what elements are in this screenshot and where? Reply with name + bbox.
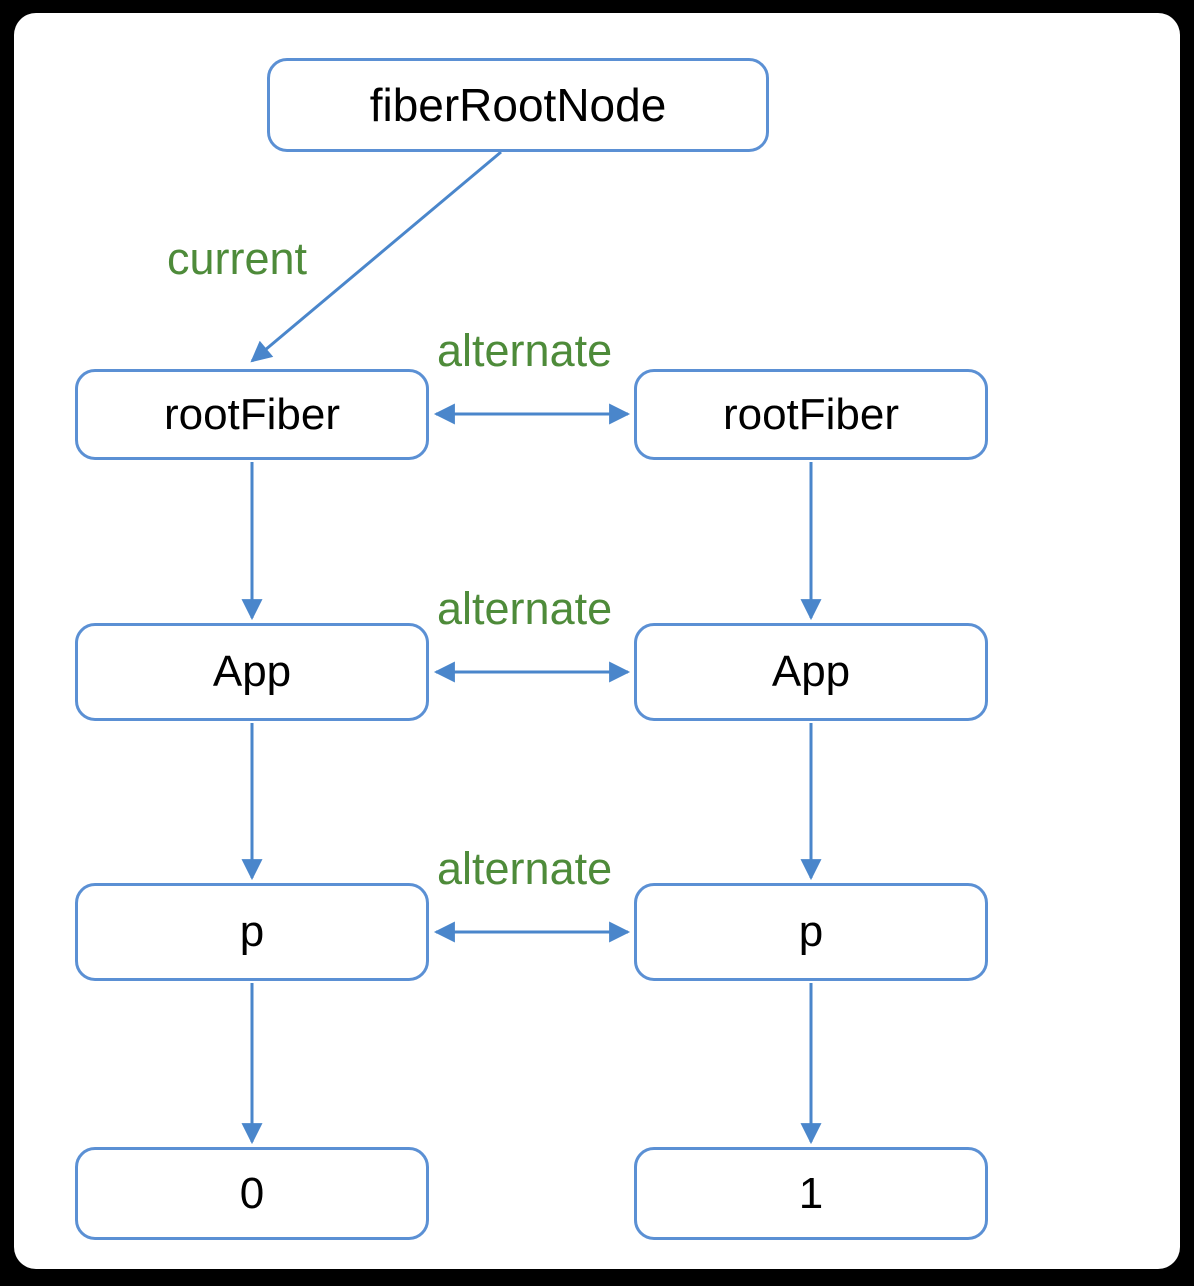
node-app-alternate: App — [634, 623, 988, 721]
node-leaf-1: 1 — [634, 1147, 988, 1240]
node-label: p — [239, 907, 265, 956]
node-app-current: App — [75, 623, 429, 721]
node-label: fiberRootNode — [369, 79, 667, 131]
edge-label-alternate-rootfiber: alternate — [437, 325, 613, 376]
node-p-alternate: p — [634, 883, 988, 981]
node-leaf-0: 0 — [75, 1147, 429, 1240]
node-root-fiber-alternate: rootFiber — [634, 369, 988, 460]
node-root-fiber-current: rootFiber — [75, 369, 429, 460]
node-p-current: p — [75, 883, 429, 981]
edge-label-alternate-p: alternate — [437, 843, 613, 894]
node-label: p — [798, 907, 824, 956]
node-label: 0 — [239, 1168, 265, 1218]
edge-current-arrow — [250, 150, 502, 363]
node-label: 1 — [798, 1168, 824, 1218]
node-label: rootFiber — [722, 389, 900, 439]
node-fiber-root-node: fiberRootNode — [267, 58, 769, 152]
node-label: App — [771, 647, 851, 696]
node-label: App — [212, 647, 292, 696]
node-label: rootFiber — [163, 389, 341, 439]
edge-label-alternate-app: alternate — [437, 583, 613, 634]
edge-label-current: current — [167, 233, 308, 284]
